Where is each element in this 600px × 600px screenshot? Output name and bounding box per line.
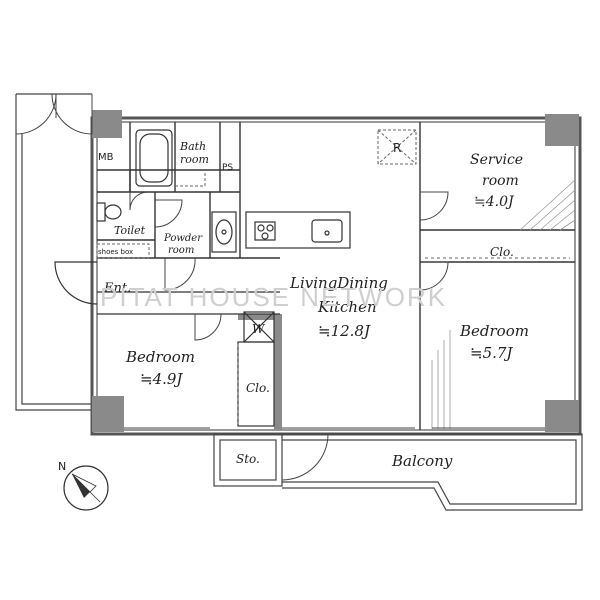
bedroom-right-hatch	[431, 330, 451, 430]
label-ent: Ent.	[103, 281, 131, 296]
label-shoes: shoes box	[98, 248, 133, 256]
kitchen-counter	[245, 211, 351, 249]
label-bedroom-left-2: ≒4.9J	[140, 370, 183, 388]
ldk-right-wall	[419, 122, 575, 430]
ldk-balcony-door	[281, 433, 329, 481]
service-door-swing	[419, 191, 449, 221]
label-service-2: room	[482, 173, 519, 189]
label-bath-2: room	[180, 153, 209, 166]
bedroom-right-door-swing	[419, 261, 449, 291]
label-powder-1: Powder	[163, 233, 203, 244]
label-ldk-1: LivingDining	[289, 274, 388, 292]
left-terrace	[15, 93, 92, 411]
left-closet	[237, 341, 275, 427]
label-service-3: ≒4.0J	[474, 194, 515, 210]
label-bedroom-left-1: Bedroom	[125, 348, 195, 366]
powder-door-swing	[154, 199, 196, 291]
toilet-door-swing	[129, 191, 149, 211]
label-r: R	[393, 141, 401, 155]
roof-hatch	[377, 129, 417, 165]
label-clo-top: Clo.	[490, 245, 514, 259]
toilet-icon	[96, 202, 122, 222]
label-bedroom-right-2: ≒5.7J	[470, 344, 513, 362]
bedroom-left-door-swing	[194, 313, 222, 341]
label-clo-mid: Clo.	[246, 381, 270, 395]
watermark: PITAT HOUSE NETWORK	[100, 282, 447, 312]
inner-wall-lines	[96, 121, 576, 431]
shoes-box	[96, 243, 150, 259]
label-sto: Sto.	[236, 452, 260, 466]
compass-icon	[63, 465, 109, 511]
entrance-area	[54, 261, 280, 315]
label-balcony: Balcony	[391, 452, 453, 470]
wall-columns	[92, 110, 579, 432]
label-bath-1: Bath	[179, 140, 206, 153]
label-w: W	[252, 322, 266, 336]
bath-door-swing	[175, 170, 206, 187]
balcony-outline	[282, 433, 583, 511]
compass-north-label: N	[58, 460, 66, 473]
label-bedroom-right-1: Bedroom	[459, 322, 529, 340]
label-mb: MB	[98, 152, 114, 163]
entrance-door-swing	[15, 93, 93, 135]
service-room-hatch	[519, 179, 576, 231]
label-toilet: Toilet	[114, 224, 146, 237]
storage-room	[213, 433, 283, 487]
label-ldk-3: ≒12.8J	[318, 322, 371, 340]
label-powder-2: room	[168, 245, 194, 256]
bathtub-icon	[135, 129, 173, 187]
label-ldk-2: Kitchen	[317, 298, 377, 316]
label-service-1: Service	[470, 152, 523, 168]
label-ps: PS	[222, 163, 233, 173]
washbasin-icon	[211, 211, 237, 253]
